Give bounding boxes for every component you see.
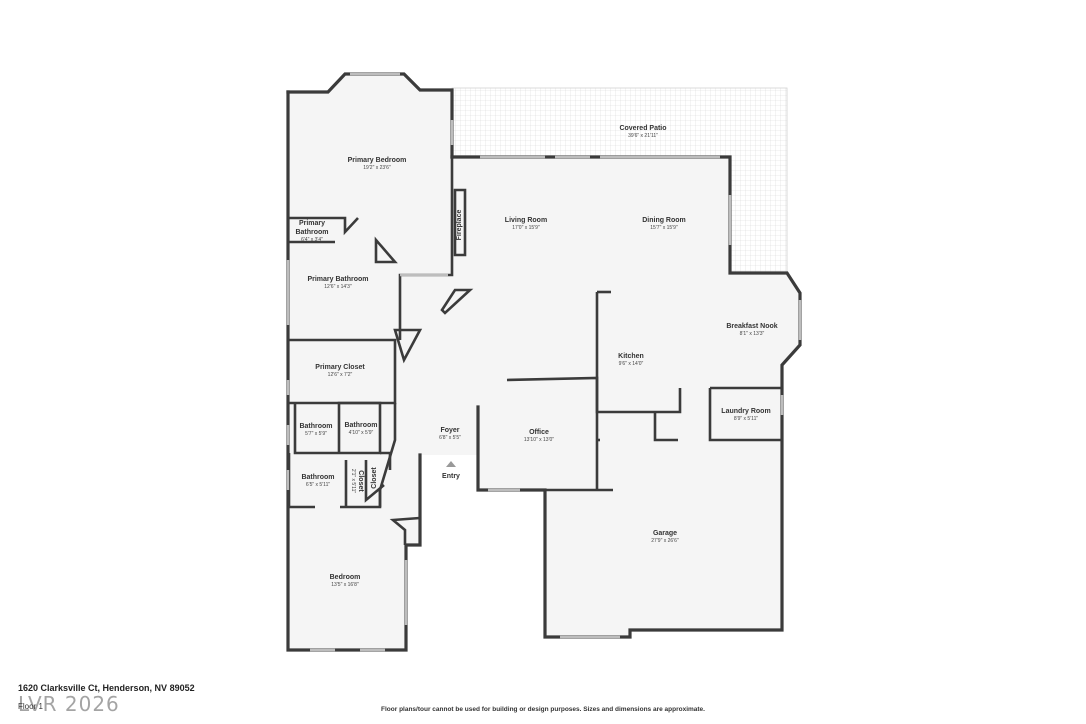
primary-bathroom-label: Primary Bathroom — [307, 276, 368, 283]
primary-bathroom-dim: 12'6" x 14'3" — [324, 284, 352, 290]
breakfast-nook-label: Breakfast Nook — [726, 323, 777, 330]
primary-bathroom-small-dim: 6'4" x 3'4" — [301, 237, 323, 243]
bathroom-b-dim: 4'10" x 5'9" — [349, 430, 374, 436]
living-room-label: Living Room — [505, 217, 547, 224]
bathroom-c-label: Bathroom — [301, 474, 334, 481]
bedroom-label: Bedroom — [330, 574, 361, 581]
living-room-dim: 17'0" x 15'9" — [512, 225, 540, 231]
laundry-room-dim: 8'9" x 5'11" — [734, 416, 758, 422]
property-address: 1620 Clarksville Ct, Henderson, NV 89052 — [18, 683, 195, 693]
office-label: Office — [529, 429, 549, 436]
closet-b-label: Closet — [371, 467, 378, 489]
breakfast-nook-dim: 8'1" x 13'3" — [740, 331, 765, 337]
garage-label: Garage — [653, 530, 677, 537]
primary-closet-dim: 12'6" x 7'2" — [328, 372, 353, 378]
primary-closet-label: Primary Closet — [315, 364, 365, 371]
foyer-label: Foyer — [440, 427, 459, 434]
bathroom-c-dim: 6'5" x 5'11" — [306, 482, 330, 488]
bedroom-dim: 13'5" x 16'8" — [331, 582, 359, 588]
disclaimer: Floor plans/tour cannot be used for buil… — [381, 706, 705, 713]
covered-patio-label: Covered Patio — [619, 125, 666, 132]
covered-patio-dim: 39'6" x 21'11" — [628, 133, 658, 139]
foyer-dim: 6'8" x 5'5" — [439, 435, 461, 441]
windows — [286, 72, 802, 652]
entry-arrow-icon — [446, 461, 456, 467]
dining-room-label: Dining Room — [642, 217, 686, 224]
watermark: LVR 2026 — [18, 692, 120, 716]
entry-label: Entry — [442, 473, 460, 480]
laundry-room-label: Laundry Room — [721, 408, 770, 415]
office-dim: 13'10" x 13'0" — [524, 437, 554, 443]
floor-fill — [288, 74, 800, 650]
fireplace-label: Fireplace — [456, 210, 463, 241]
garage-dim: 27'9" x 26'6" — [651, 538, 679, 544]
kitchen-dim: 9'6" x 14'0" — [619, 361, 644, 367]
primary-bathroom-small-label-1: Primary — [299, 220, 325, 227]
primary-bedroom-dim: 19'2" x 23'6" — [363, 165, 391, 171]
primary-bathroom-small-label-2: Bathroom — [295, 229, 328, 236]
floor-label: Floor 1 — [18, 702, 43, 711]
dining-room-dim: 15'7" x 15'9" — [650, 225, 678, 231]
closet-a-label: Closet — [357, 470, 364, 492]
primary-bedroom-label: Primary Bedroom — [348, 157, 407, 164]
bathroom-b-label: Bathroom — [344, 422, 377, 429]
bathroom-a-label: Bathroom — [299, 423, 332, 430]
interior-walls — [287, 157, 784, 545]
bathroom-a-dim: 5'7" x 5'9" — [305, 431, 327, 437]
closet-a-dim: 2'1" x 5'11" — [350, 469, 356, 493]
kitchen-label: Kitchen — [618, 353, 644, 360]
